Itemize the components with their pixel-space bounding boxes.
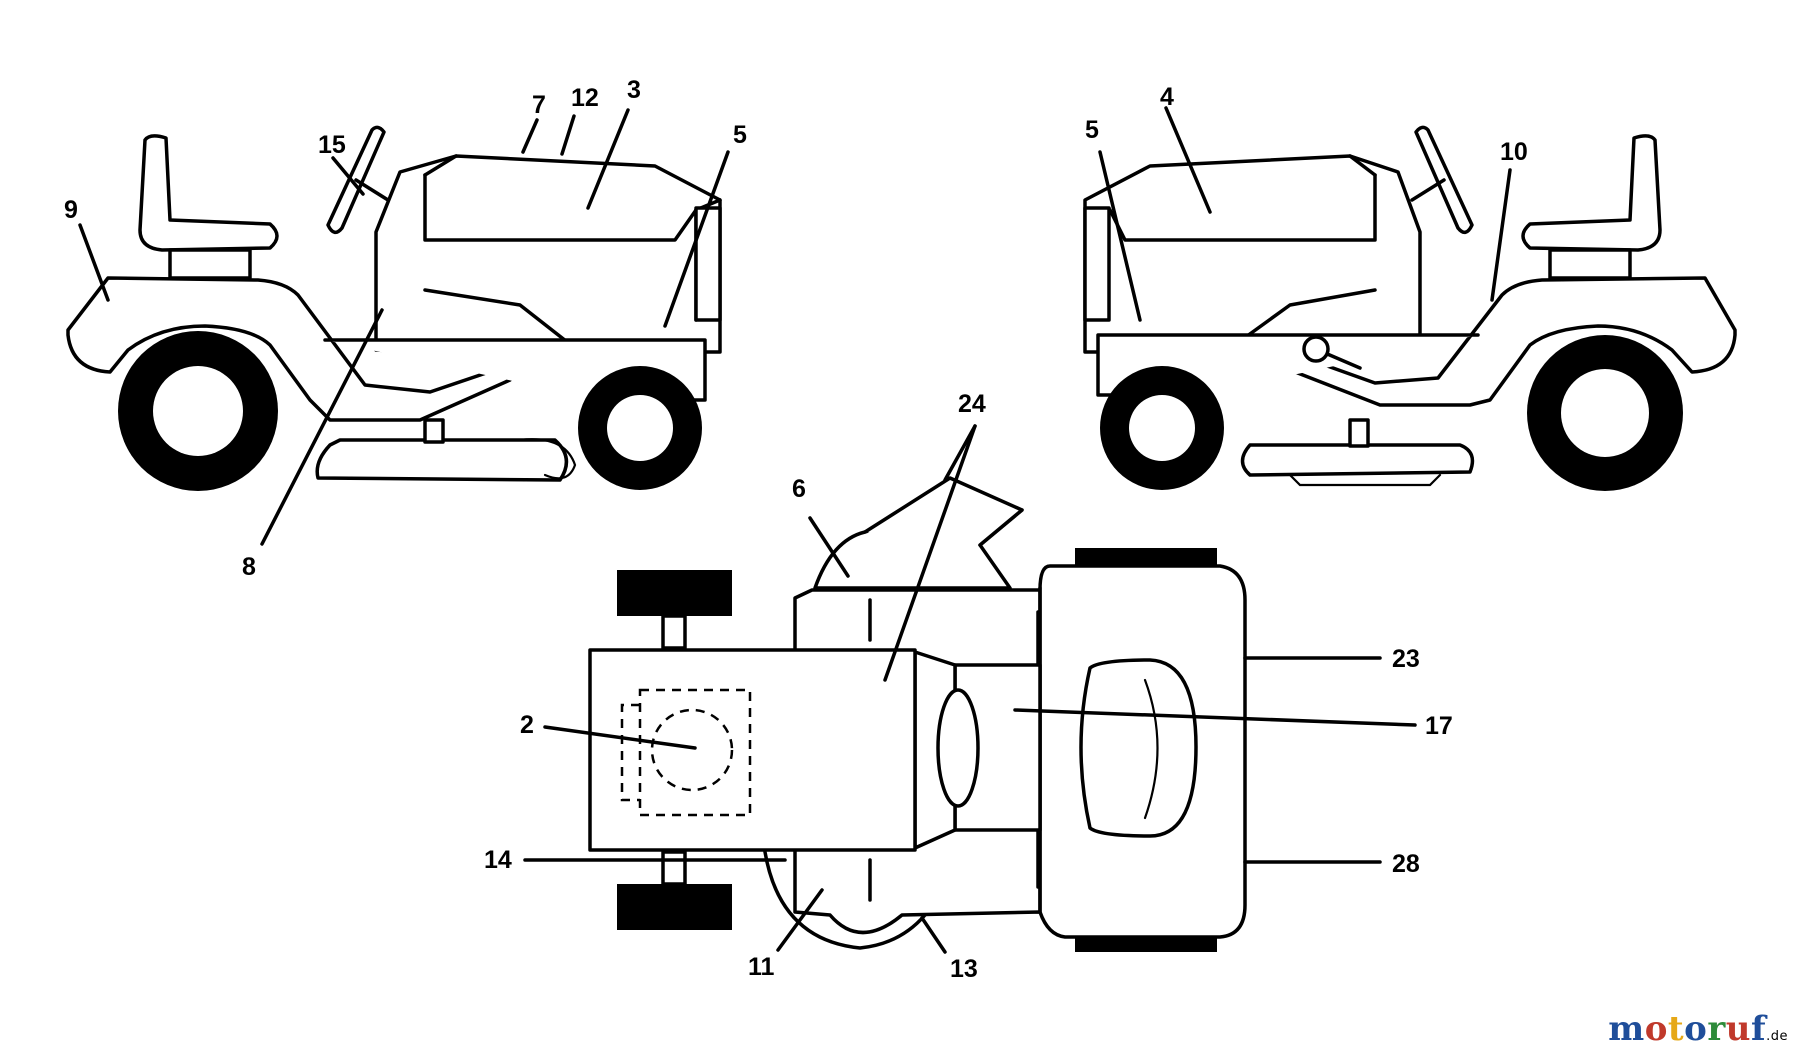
mower-deck-right bbox=[1240, 443, 1475, 477]
seat-top bbox=[1079, 658, 1198, 838]
callout-7: 7 bbox=[532, 91, 546, 119]
rear-fender-right bbox=[1288, 276, 1737, 407]
leader-5a bbox=[663, 150, 730, 328]
wm-letter-6: f bbox=[1750, 1009, 1767, 1049]
leader-6 bbox=[808, 516, 850, 578]
wm-letter-1: o bbox=[1644, 1009, 1668, 1049]
mower-deck-left bbox=[315, 438, 569, 482]
seat-right bbox=[1521, 134, 1662, 252]
callout-14: 14 bbox=[484, 846, 512, 874]
hood-left bbox=[374, 154, 722, 354]
leader-24b bbox=[943, 424, 977, 482]
tractor-right-view bbox=[1083, 106, 1737, 491]
motoruf-watermark: motoruf.de bbox=[1608, 1009, 1788, 1049]
callout-3: 3 bbox=[627, 76, 641, 104]
callout-10: 10 bbox=[1500, 138, 1528, 166]
callout-5-left: 5 bbox=[733, 121, 747, 149]
wm-letter-2: t bbox=[1667, 1009, 1685, 1049]
callout-15: 15 bbox=[318, 131, 346, 159]
callout-4: 4 bbox=[1160, 83, 1174, 111]
callout-5-right: 5 bbox=[1085, 116, 1099, 144]
hood-top bbox=[588, 648, 917, 852]
leader-8 bbox=[260, 308, 384, 546]
callout-17: 17 bbox=[1425, 712, 1453, 740]
leader-3 bbox=[586, 108, 630, 210]
callout-6: 6 bbox=[792, 475, 806, 503]
leader-7 bbox=[521, 118, 539, 154]
hood-right bbox=[1083, 154, 1422, 354]
callout-labels: 9 15 7 12 3 5 8 4 5 10 24 6 2 14 11 13 2… bbox=[64, 76, 1528, 983]
wm-letter-5: u bbox=[1725, 1009, 1751, 1049]
wm-letter-4: r bbox=[1707, 1009, 1726, 1049]
leader-5b bbox=[1098, 150, 1142, 322]
tractor-left-view bbox=[66, 108, 730, 546]
rear-fender-left bbox=[66, 276, 512, 422]
leader-10 bbox=[1490, 168, 1512, 302]
callout-2: 2 bbox=[520, 711, 534, 739]
callout-23: 23 bbox=[1392, 645, 1420, 673]
leader-12 bbox=[560, 114, 576, 156]
seat-left bbox=[138, 134, 279, 252]
tractor-top-view bbox=[523, 424, 1417, 954]
leader-2 bbox=[543, 725, 697, 750]
wm-letter-0: m bbox=[1608, 1009, 1645, 1049]
callout-11: 11 bbox=[748, 953, 775, 981]
callout-24: 24 bbox=[958, 390, 986, 418]
leader-13 bbox=[920, 916, 947, 954]
callout-9: 9 bbox=[64, 196, 78, 224]
leader-17 bbox=[1013, 708, 1417, 727]
leader-24a bbox=[883, 424, 977, 682]
leader-15 bbox=[331, 156, 365, 196]
wm-suffix: .de bbox=[1766, 1029, 1788, 1044]
callout-13: 13 bbox=[950, 955, 978, 983]
wm-letter-3: o bbox=[1684, 1009, 1708, 1049]
leader-11 bbox=[776, 888, 824, 952]
callout-8: 8 bbox=[242, 553, 256, 581]
callout-12: 12 bbox=[571, 84, 599, 112]
leader-9 bbox=[78, 223, 110, 302]
callout-28: 28 bbox=[1392, 850, 1420, 878]
leader-4 bbox=[1164, 106, 1212, 214]
